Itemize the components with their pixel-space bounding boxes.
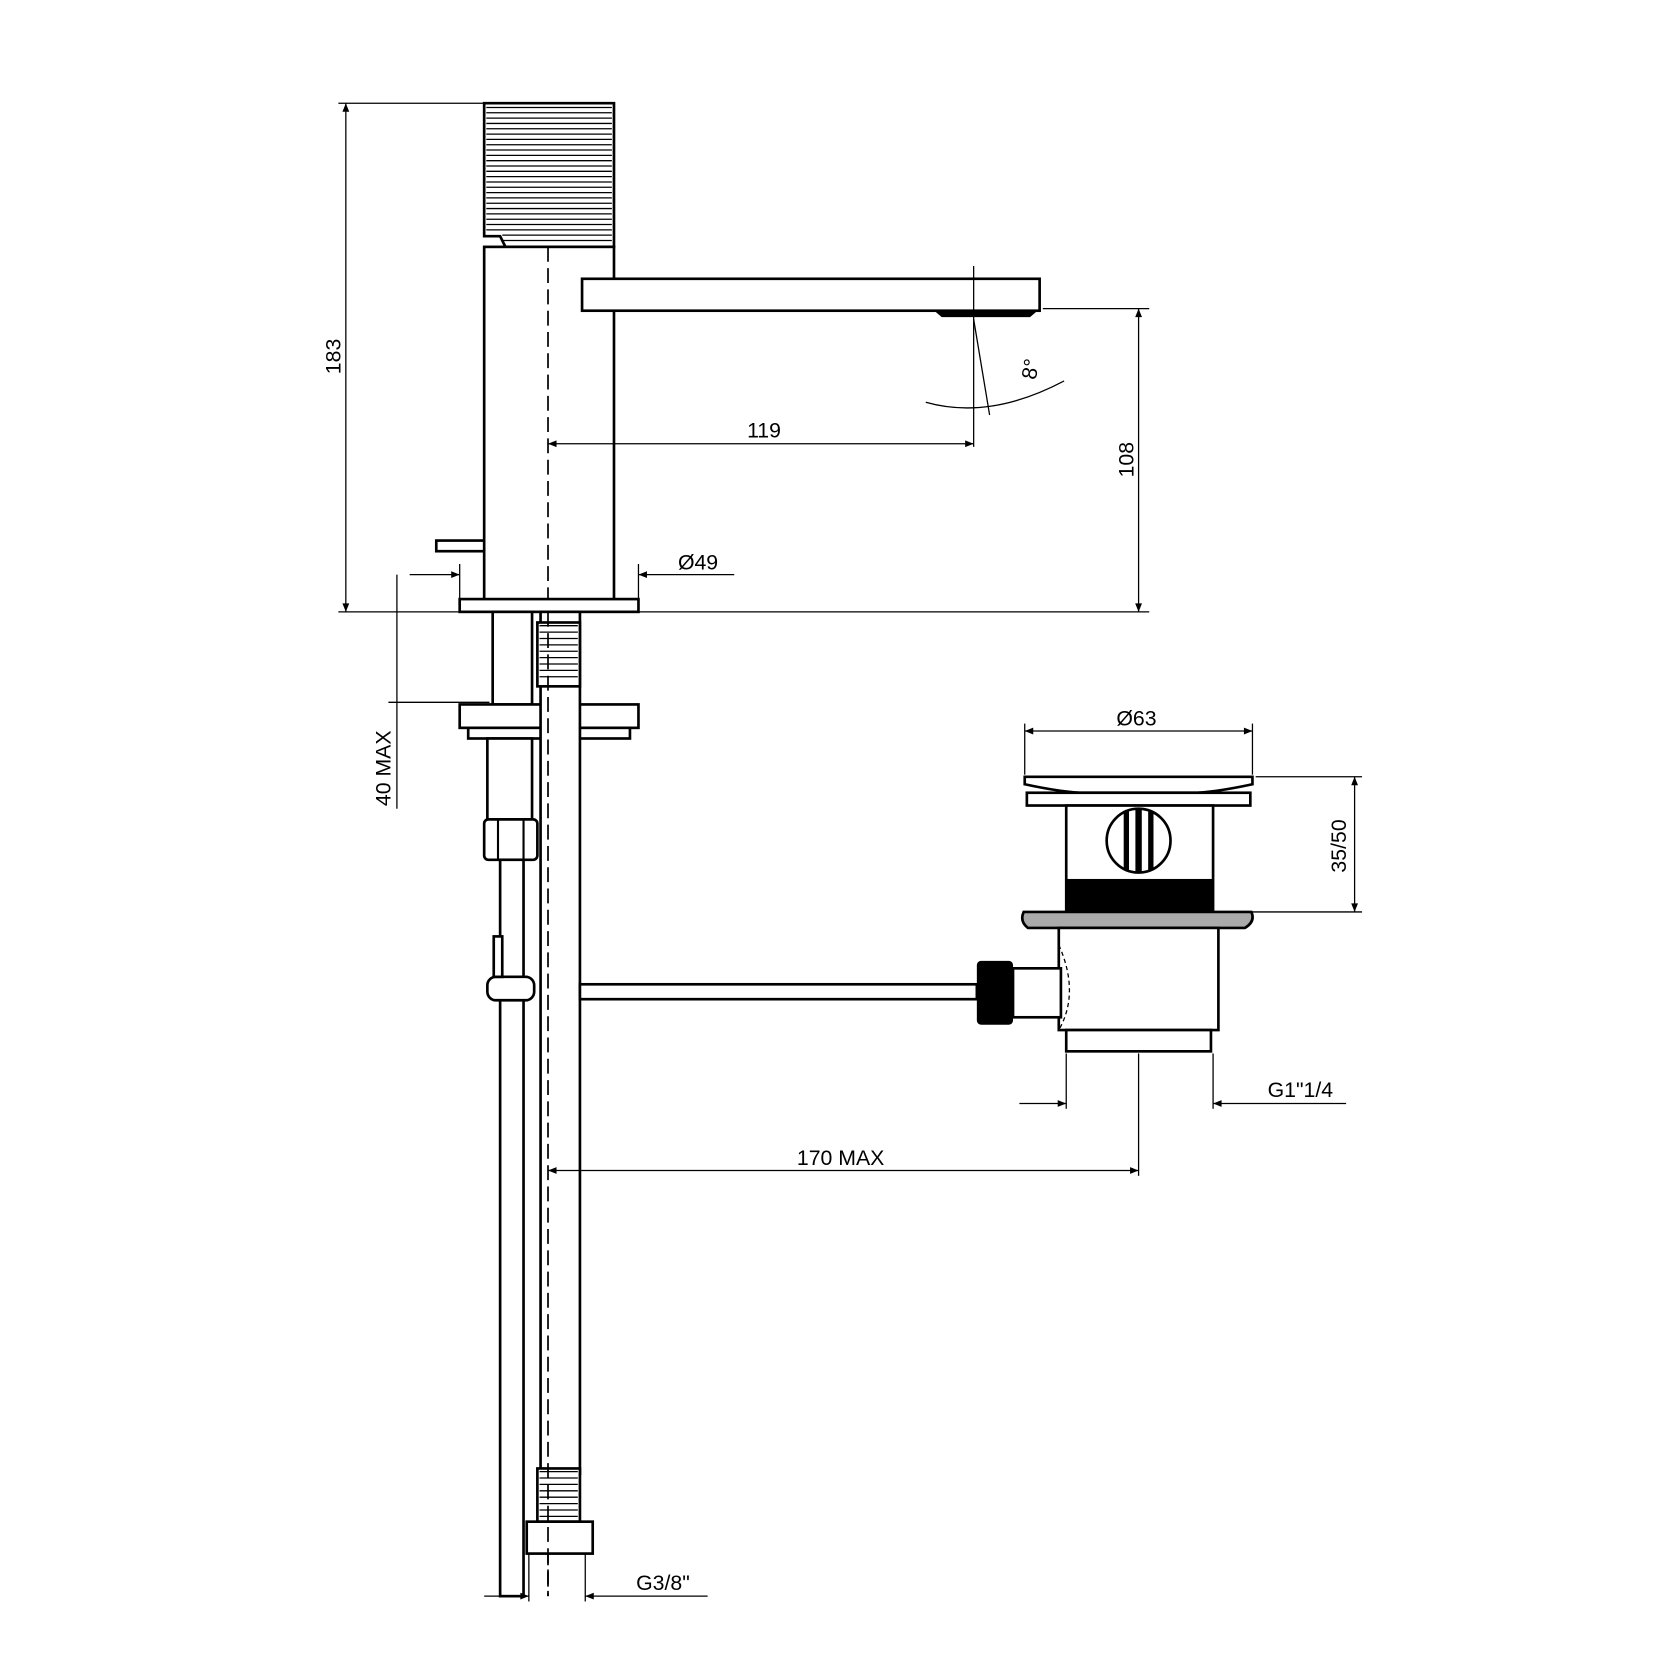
dimension-hose-thread: G3/8"	[484, 1553, 708, 1602]
left-hose	[486, 858, 536, 1598]
dimension-waste-height: 35/50	[1213, 776, 1363, 913]
dimension-waste-distance: 170 MAX	[548, 1146, 1139, 1174]
svg-text:G3/8": G3/8"	[636, 1571, 690, 1595]
svg-text:Ø63: Ø63	[1116, 707, 1156, 731]
svg-text:183: 183	[322, 339, 346, 374]
faucet-handle	[482, 101, 616, 249]
dimension-total-height: 183	[322, 102, 1150, 613]
dimension-spout-height: 108	[1042, 307, 1150, 612]
dimension-deck-thickness: 40 MAX	[372, 574, 490, 809]
dimension-waste-diameter: Ø63	[1024, 707, 1254, 775]
dimension-waste-thread: G1"1/4	[1019, 1053, 1347, 1176]
dimension-spout-reach: 119	[548, 266, 975, 448]
dimension-spout-angle: 8°	[925, 319, 1065, 416]
right-hose	[525, 610, 595, 1555]
pop-up-lever	[434, 539, 486, 553]
svg-text:119: 119	[747, 418, 781, 442]
pop-up-rod	[578, 982, 979, 1001]
pop-up-waste	[976, 775, 1254, 1053]
faucet-spout	[580, 277, 1041, 318]
svg-text:G1"1/4: G1"1/4	[1268, 1078, 1334, 1102]
dimension-base-diameter: Ø49	[409, 550, 735, 600]
base-plate	[458, 597, 640, 614]
svg-text:Ø49: Ø49	[678, 550, 718, 574]
svg-text:35/50: 35/50	[1327, 819, 1351, 872]
svg-text:108: 108	[1114, 442, 1138, 477]
svg-text:40 MAX: 40 MAX	[372, 730, 396, 806]
svg-text:8°: 8°	[1017, 357, 1044, 381]
svg-text:170 MAX: 170 MAX	[797, 1146, 884, 1170]
